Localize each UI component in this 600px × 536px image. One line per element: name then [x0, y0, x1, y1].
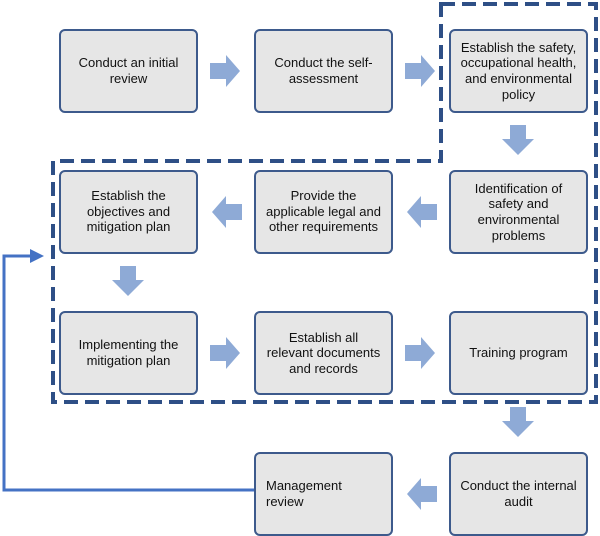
step-internal-audit: Conduct the internal audit	[449, 452, 588, 536]
step-training-label: Training program	[469, 345, 568, 361]
step-documents: Establish all relevant documents and rec…	[254, 311, 393, 395]
step-self-assessment-label: Conduct the self-assessment	[274, 55, 373, 86]
arrow-5-to-6	[212, 196, 242, 228]
step-policy-label: Establish the safety, occupational healt…	[460, 39, 577, 102]
feedback-line	[2, 254, 254, 492]
arrow-2-to-3	[405, 55, 435, 87]
step-management-review-label: Management review	[266, 478, 342, 509]
step-training: Training program	[449, 311, 588, 395]
step-legal-requirements: Provide the applicable legal and other r…	[254, 170, 393, 254]
step-identification: Identification of safety and environment…	[449, 170, 588, 254]
step-objectives: Establish the objectives and mitigation …	[59, 170, 198, 254]
arrow-7-to-8	[210, 337, 240, 369]
arrow-10-to-11	[407, 478, 437, 510]
step-policy: Establish the safety, occupational healt…	[449, 29, 588, 113]
arrow-4-to-5	[407, 196, 437, 228]
step-initial-review-label: Conduct an initial review	[78, 55, 179, 86]
step-self-assessment: Conduct the self-assessment	[254, 29, 393, 113]
step-documents-label: Establish all relevant documents and rec…	[266, 329, 381, 376]
arrow-8-to-9	[405, 337, 435, 369]
step-implementing-label: Implementing the mitigation plan	[78, 337, 179, 368]
dashed-boundary	[51, 2, 598, 404]
arrow-9-to-10	[502, 407, 534, 437]
step-management-review: Management review	[254, 452, 393, 536]
step-legal-requirements-label: Provide the applicable legal and other r…	[266, 188, 381, 235]
arrow-1-to-2	[210, 55, 240, 87]
step-initial-review: Conduct an initial review	[59, 29, 198, 113]
step-internal-audit-label: Conduct the internal audit	[460, 478, 577, 509]
feedback-arrowhead	[30, 249, 44, 263]
step-objectives-label: Establish the objectives and mitigation …	[86, 188, 171, 235]
arrow-6-to-7	[112, 266, 144, 296]
arrow-3-to-4	[502, 125, 534, 155]
step-identification-label: Identification of safety and environment…	[474, 180, 563, 243]
step-implementing: Implementing the mitigation plan	[59, 311, 198, 395]
